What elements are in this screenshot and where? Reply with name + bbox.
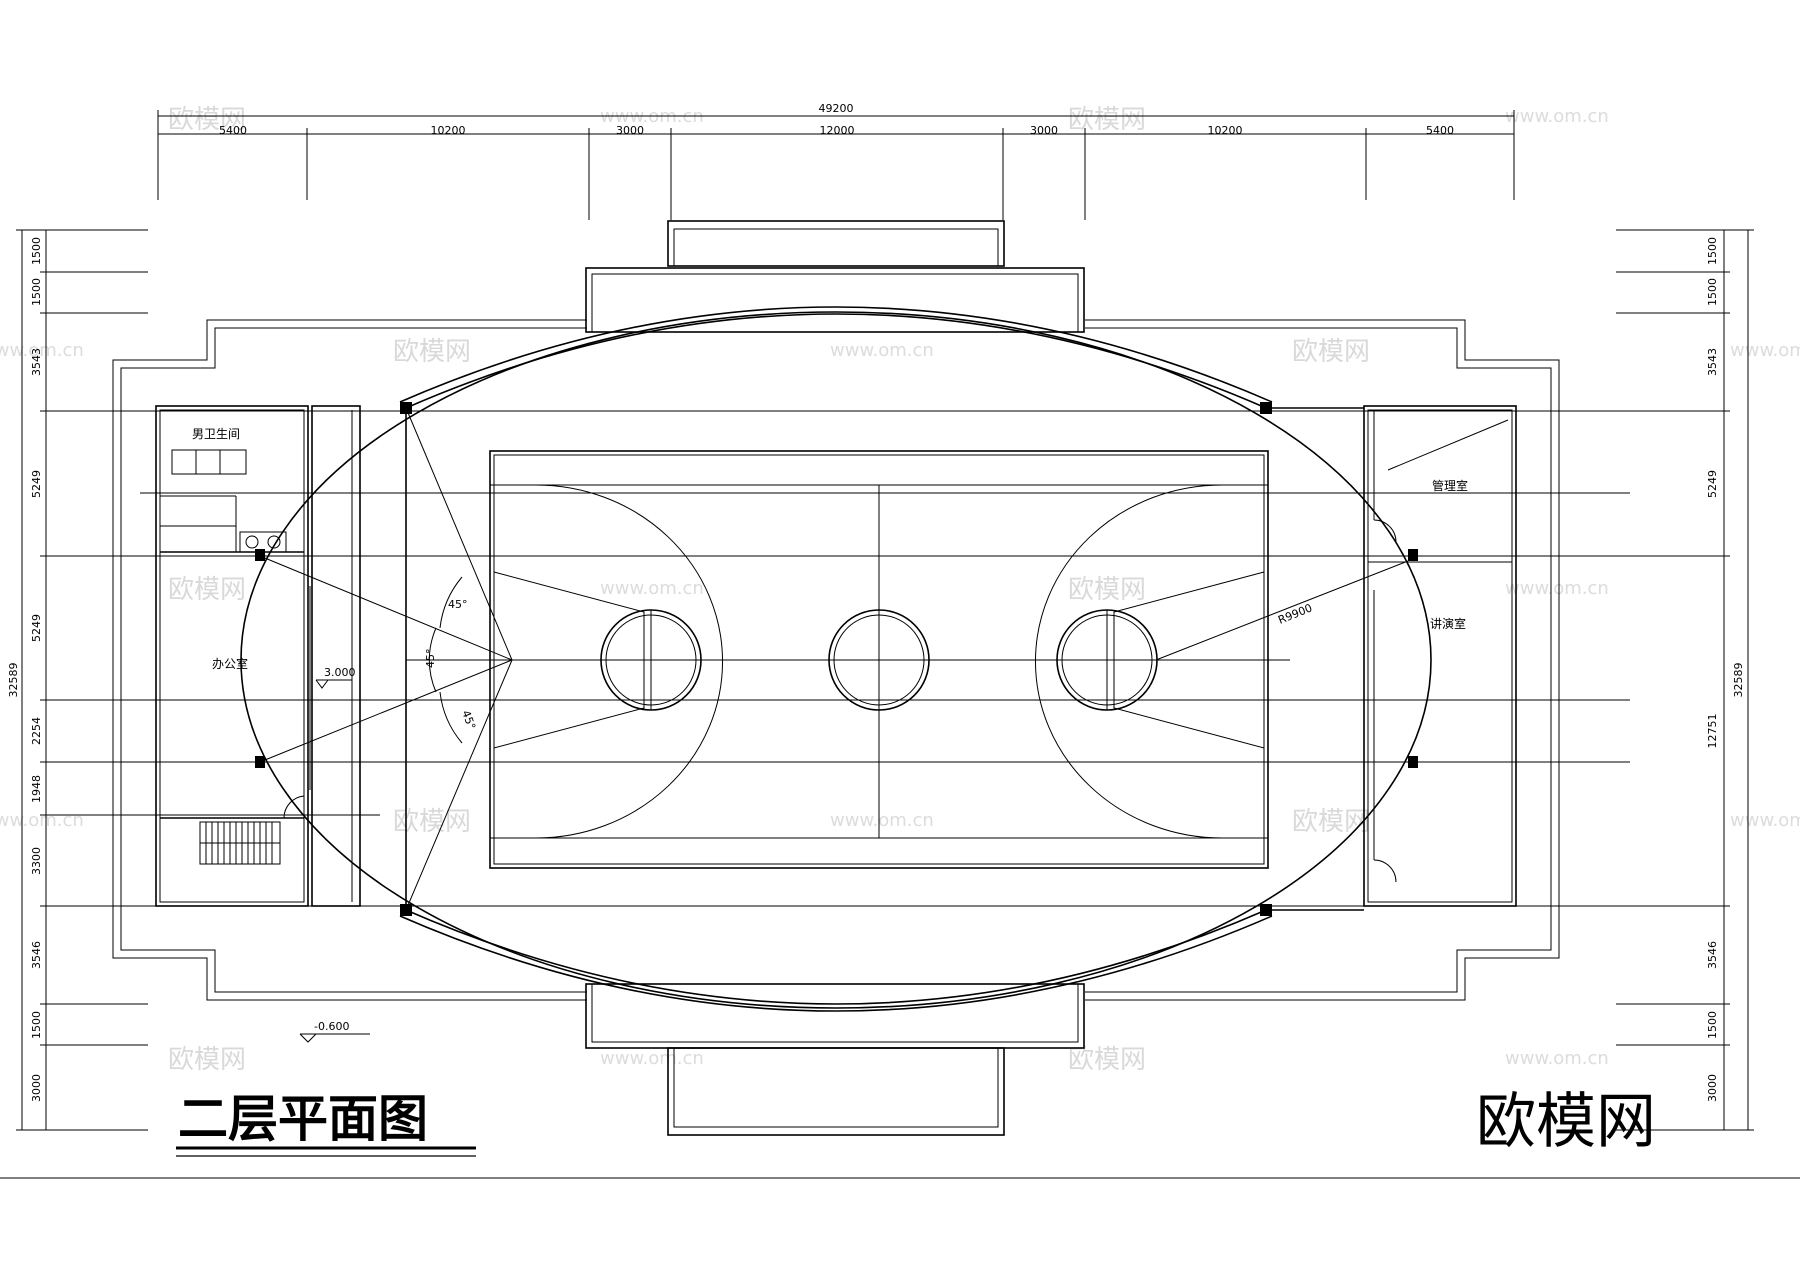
ground-level-marker: -0.600 bbox=[299, 1020, 370, 1043]
brand-logo-text: 欧模网 bbox=[1476, 1087, 1656, 1157]
room-label-office: 办公室 bbox=[212, 656, 248, 671]
dim-right: 12751 bbox=[1706, 714, 1719, 749]
watermark-url: www.om.cn bbox=[1505, 1048, 1609, 1069]
dim-right: 3543 bbox=[1706, 348, 1719, 376]
watermark: 欧模网 bbox=[1292, 337, 1370, 367]
angle-label: 45° bbox=[448, 598, 468, 611]
dim-left: 1500 bbox=[30, 278, 43, 306]
dim-left: 1948 bbox=[30, 775, 43, 803]
watermark-url: www.om.cn bbox=[600, 578, 704, 599]
building-outline bbox=[0, 220, 1800, 1179]
left-dimensions: 1500 1500 3543 5249 5249 2254 1948 3300 … bbox=[7, 229, 148, 1131]
seating-bowl: 45° 45° 45° R9900 bbox=[240, 306, 1432, 1012]
dim-left: 3300 bbox=[30, 847, 43, 875]
dim-left: 1500 bbox=[30, 1011, 43, 1039]
watermark-url: www.om.cn bbox=[830, 340, 934, 361]
dim-top: 3000 bbox=[616, 124, 644, 137]
drawing-title: 二层平面图 bbox=[178, 1090, 428, 1148]
dim-left: 2254 bbox=[30, 717, 43, 745]
dim-right: 3000 bbox=[1706, 1074, 1719, 1102]
dim-top: 5400 bbox=[219, 124, 247, 137]
dim-right: 1500 bbox=[1706, 278, 1719, 306]
column bbox=[255, 549, 265, 561]
dim-top: 3000 bbox=[1030, 124, 1058, 137]
watermark-url: www.om.cn bbox=[0, 810, 84, 831]
dim-left: 3000 bbox=[30, 1074, 43, 1102]
dim-right: 3546 bbox=[1706, 941, 1719, 969]
dim-total-width: 49200 bbox=[819, 102, 854, 115]
dim-left: 3543 bbox=[30, 348, 43, 376]
basketball-court bbox=[489, 450, 1269, 869]
angle-label: 45° bbox=[459, 709, 478, 732]
level-label-second-floor: 3.000 bbox=[324, 666, 356, 679]
right-block: 管理室 讲演室 bbox=[1272, 405, 1517, 911]
watermark: 欧模网 bbox=[1068, 575, 1146, 605]
watermark: 欧模网 bbox=[1292, 807, 1370, 837]
watermark-url: www.om.cn bbox=[1730, 340, 1800, 361]
watermark-url: www.om.cn bbox=[1505, 578, 1609, 599]
level-label-ground: -0.600 bbox=[314, 1020, 349, 1033]
room-label-mens-toilet: 男卫生间 bbox=[192, 427, 240, 441]
watermark: 欧模网 bbox=[168, 1045, 246, 1075]
column bbox=[1408, 756, 1418, 768]
room-label-management: 管理室 bbox=[1432, 478, 1468, 493]
column bbox=[1260, 402, 1272, 414]
watermark: 欧模网 bbox=[1068, 105, 1146, 135]
left-block: 男卫生间 办公室 3.000 bbox=[155, 405, 407, 910]
dim-right: 1500 bbox=[1706, 237, 1719, 265]
watermark: 欧模网 bbox=[1068, 1045, 1146, 1075]
dim-top: 5400 bbox=[1426, 124, 1454, 137]
dim-top: 10200 bbox=[1208, 124, 1243, 137]
watermark: 欧模网 bbox=[168, 575, 246, 605]
watermark-url: www.om.cn bbox=[1730, 810, 1800, 831]
watermark: 欧模网 bbox=[168, 105, 246, 135]
watermark-url: www.om.cn bbox=[600, 1048, 704, 1069]
dim-right-total: 32589 bbox=[1732, 663, 1745, 698]
right-dimensions: 1500 1500 3543 5249 12751 3546 1500 3000… bbox=[1616, 229, 1754, 1131]
dim-top: 10200 bbox=[431, 124, 466, 137]
watermark-url: www.om.cn bbox=[830, 810, 934, 831]
top-dimensions: 49200 5400 10200 3000 12000 3000 10200 5… bbox=[157, 102, 1515, 220]
drawing-title-block: 二层平面图 欧模网 bbox=[176, 1087, 1656, 1157]
watermark-url: www.om.cn bbox=[0, 340, 84, 361]
watermarks: 欧模网 www.om.cn 欧模网 www.om.cn www.om.cn 欧模… bbox=[0, 105, 1800, 1075]
dim-left: 5249 bbox=[30, 614, 43, 642]
column bbox=[1260, 904, 1272, 916]
dim-left: 5249 bbox=[30, 470, 43, 498]
watermark: 欧模网 bbox=[393, 337, 471, 367]
watermark-url: www.om.cn bbox=[1505, 106, 1609, 127]
column bbox=[1408, 549, 1418, 561]
angle-label: 45° bbox=[424, 649, 437, 669]
room-label-lecture: 讲演室 bbox=[1430, 616, 1466, 631]
watermark: 欧模网 bbox=[393, 807, 471, 837]
dim-right: 1500 bbox=[1706, 1011, 1719, 1039]
dim-left: 3546 bbox=[30, 941, 43, 969]
dim-top: 12000 bbox=[820, 124, 855, 137]
dim-right: 5249 bbox=[1706, 470, 1719, 498]
dim-left: 1500 bbox=[30, 237, 43, 265]
staircase bbox=[199, 821, 281, 865]
dim-left-total: 32589 bbox=[7, 663, 20, 698]
